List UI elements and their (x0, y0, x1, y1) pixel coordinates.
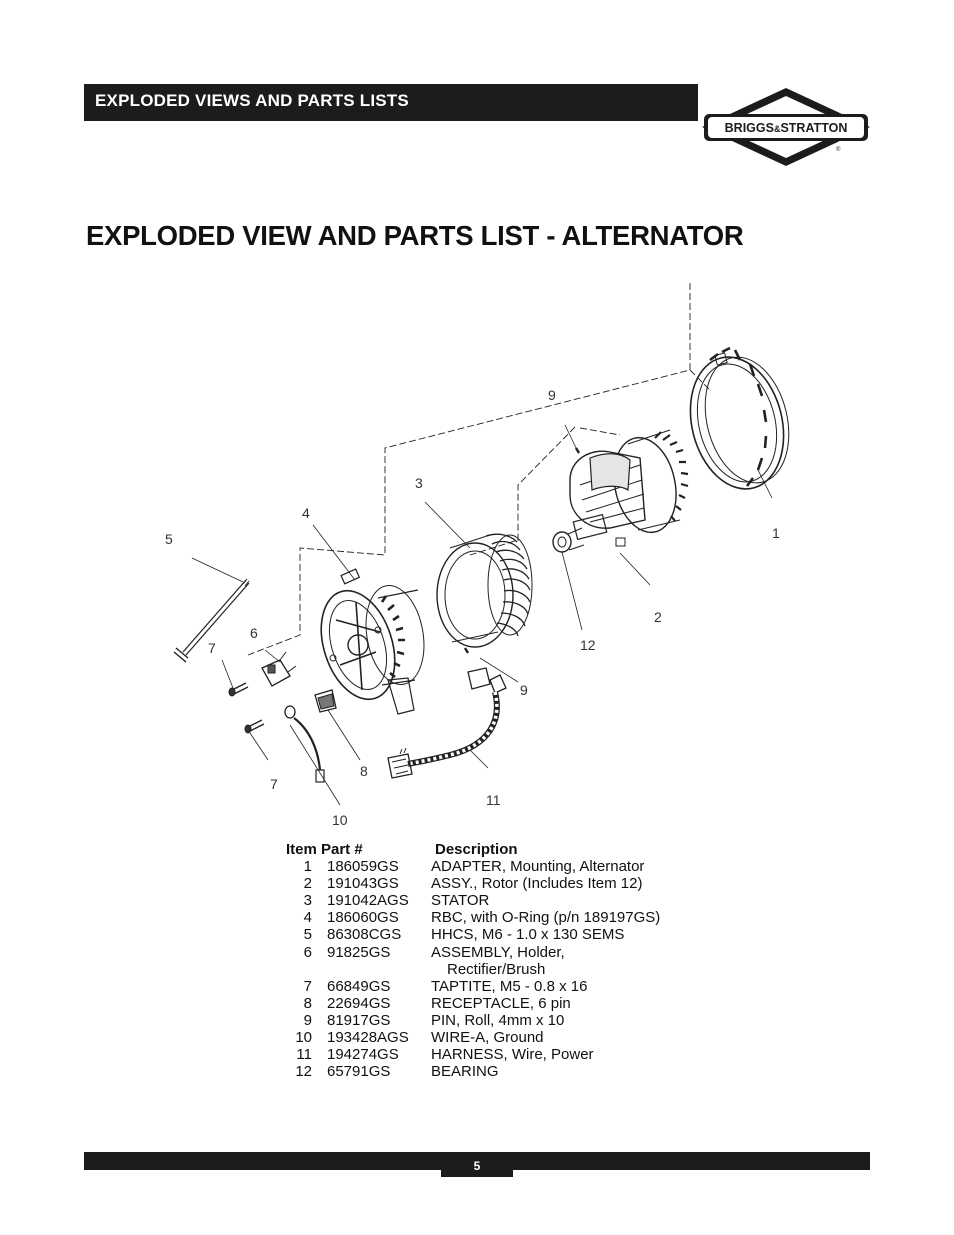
row-description: ADAPTER, Mounting, Alternator (431, 858, 645, 876)
table-row: 9 81917GS PIN, Roll, 4mm x 10 (286, 1012, 660, 1029)
row-description: BEARING (431, 1063, 499, 1081)
row-item: 2 (303, 875, 312, 893)
row-description: ASSEMBLY, Holder, (431, 943, 565, 961)
parts-list-table: Item Part # Description 1 186059GS ADAPTER… (286, 841, 660, 1080)
table-row: 1 186059GS ADAPTER, Mounting, Alternator (286, 858, 660, 875)
svg-text:®: ® (836, 146, 841, 153)
table-row: 8 22694GS RECEPTACLE, 6 pin (286, 995, 660, 1012)
ground-wire-part (284, 705, 325, 783)
page-title: EXPLODED VIEW AND PARTS LIST - ALTERNATO… (86, 220, 744, 251)
row-description: HHCS, M6 - 1.0 x 130 SEMS (431, 926, 625, 944)
table-row: 7 66849GS TAPTITE, M5 - 0.8 x 16 (286, 978, 660, 995)
row-part: 91825GS (327, 943, 391, 961)
row-part: 191043GS (327, 875, 399, 893)
screw-parts (228, 682, 265, 734)
row-item: 10 (295, 1029, 312, 1047)
svg-text:10: 10 (332, 812, 348, 828)
brush-holder-part (261, 651, 297, 687)
svg-text:12: 12 (580, 637, 596, 653)
stator-part (436, 533, 533, 648)
row-description: STATOR (431, 892, 490, 910)
table-row: 2 191043GS ASSY., Rotor (Includes Item 12) (286, 875, 660, 892)
row-description: HARNESS, Wire, Power (431, 1046, 594, 1064)
row-item: 12 (295, 1063, 312, 1081)
svg-text:2: 2 (654, 609, 662, 625)
row-part: 191042AGS (327, 892, 409, 910)
table-row: 4 186060GS RBC, with O-Ring (p/n 189197GS) (286, 909, 661, 927)
header-item: Item (286, 841, 317, 858)
row-part: 22694GS (327, 994, 391, 1012)
row-part: 186060GS (327, 909, 399, 927)
receptacle-part (314, 689, 337, 713)
row-item: 3 (303, 892, 312, 910)
svg-text:8: 8 (360, 763, 368, 779)
header-part: Part # (321, 841, 363, 858)
section-header-bar: EXPLODED VIEWS AND PARTS LISTS (84, 84, 698, 121)
svg-text:11: 11 (486, 792, 501, 808)
row-description: RECEPTACLE, 6 pin (431, 994, 571, 1012)
bolt-part (173, 578, 250, 663)
page-number: 5 (441, 1152, 513, 1177)
row-item: 4 (303, 909, 312, 927)
row-item: 5 (303, 926, 312, 944)
adapter-ring-part (689, 346, 790, 490)
table-row: 12 65791GS BEARING (286, 1063, 660, 1080)
section-header-title: EXPLODED VIEWS AND PARTS LISTS (95, 91, 409, 110)
row-item: 8 (303, 994, 312, 1012)
row-part: 193428AGS (327, 1029, 409, 1047)
row-part: 81917GS (327, 1011, 391, 1029)
row-part: 86308CGS (327, 926, 402, 944)
briggs-stratton-logo: BRIGGS&STRATTON ® (702, 88, 870, 166)
row-item: 11 (296, 1046, 312, 1064)
alternator-exploded-view: 1 2 3 4 5 6 7 7 8 9 9 10 11 12 (165, 283, 790, 828)
row-item: 9 (303, 1011, 312, 1029)
table-row: 10 193428AGS WIRE-A, Ground (286, 1029, 660, 1046)
row-item: 7 (303, 977, 312, 995)
table-row: 5 86308CGS HHCS, M6 - 1.0 x 130 SEMS (286, 926, 660, 943)
svg-text:1: 1 (772, 525, 780, 541)
harness-part (387, 667, 507, 779)
table-row: 11 194274GS HARNESS, Wire, Power (286, 1046, 660, 1063)
rotor-part (552, 429, 689, 553)
svg-text:9: 9 (548, 387, 556, 403)
row-part: 186059GS (327, 858, 399, 876)
row-description: PIN, Roll, 4mm x 10 (431, 1011, 565, 1029)
svg-text:6: 6 (250, 625, 258, 641)
rbc-end-bell-part (320, 568, 425, 715)
row-part: 65791GS (327, 1063, 391, 1081)
table-row: 3 191042AGS STATOR (286, 892, 660, 909)
row-description: ASSY., Rotor (Includes Item 12) (431, 875, 643, 893)
svg-text:3: 3 (415, 475, 423, 491)
row-description: WIRE-A, Ground (431, 1029, 544, 1047)
row-description: TAPTITE, M5 - 0.8 x 16 (431, 977, 588, 995)
svg-text:9: 9 (520, 682, 528, 698)
table-row: 6 91825GS ASSEMBLY, Holder, (286, 944, 660, 961)
svg-text:BRIGGS&STRATTON: BRIGGS&STRATTON (725, 121, 848, 135)
row-description-continued: Rectifier/Brush (447, 960, 546, 978)
header-description: Description (435, 841, 518, 858)
svg-text:7: 7 (208, 640, 216, 656)
parts-list-header: Item Part # Description (286, 841, 660, 858)
svg-text:7: 7 (270, 776, 278, 792)
row-description: RBC, with O-Ring (p/n 189197GS) (431, 909, 661, 927)
row-part: 66849GS (327, 977, 391, 995)
svg-text:4: 4 (302, 505, 310, 521)
row-item: 6 (303, 943, 312, 961)
row-part: 194274GS (327, 1046, 399, 1064)
row-item: 1 (303, 858, 312, 876)
table-row: Rectifier/Brush (286, 961, 660, 978)
svg-text:5: 5 (165, 531, 173, 547)
